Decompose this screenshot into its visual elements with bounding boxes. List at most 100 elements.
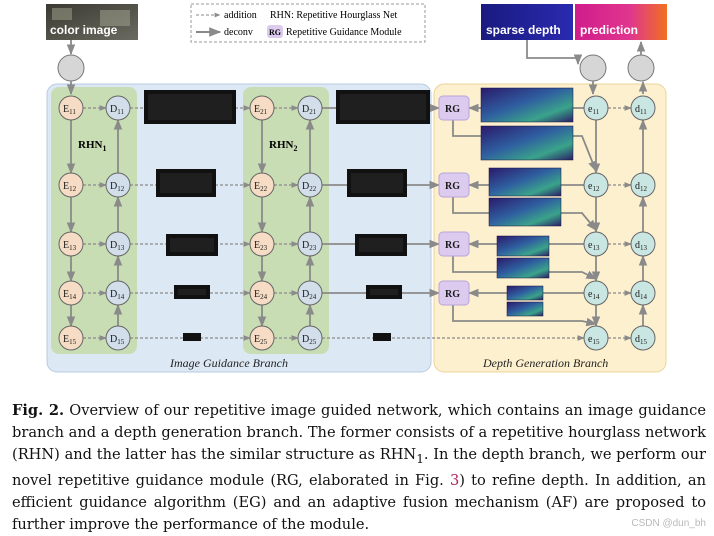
node-e11-label: E11 [63, 104, 76, 116]
node-depth-d12-label: d12 [635, 181, 648, 193]
rg-box-2 [438, 172, 470, 198]
node-d24: D24 [297, 280, 323, 306]
node-e14-label: E14 [63, 289, 77, 301]
node-d13-circle [105, 231, 131, 257]
caption-sub: 1 [416, 451, 424, 466]
node-depth-e14: e14 [583, 280, 609, 306]
node-e22: E22 [249, 172, 275, 198]
rhn1-column [51, 87, 137, 354]
node-e23: E23 [249, 231, 275, 257]
node-d22: D22 [297, 172, 323, 198]
image-feature-map-10 [373, 333, 391, 341]
image-feature-texture-2 [340, 94, 426, 120]
legend-rg: Repetitive Guidance Module [286, 27, 402, 38]
node-e11-circle [58, 95, 84, 121]
rg-label-2: RG [445, 181, 460, 192]
image-feature-texture-4 [351, 173, 403, 193]
node-d15: D15 [105, 325, 131, 351]
node-e13-label: E13 [63, 240, 77, 252]
node-depth-e12-label: e12 [588, 181, 600, 193]
node-e22-label: E22 [254, 181, 268, 193]
node-depth-e11-circle [583, 95, 609, 121]
node-e24-label: E24 [254, 289, 268, 301]
input-circle-1 [57, 54, 85, 82]
rg-box-4 [438, 280, 470, 306]
node-d23-circle [297, 231, 323, 257]
network-diagram: color image sparse depth prediction addi… [46, 3, 667, 373]
node-e23-circle [249, 231, 275, 257]
caption-fig-ref[interactable]: 3 [449, 472, 460, 490]
node-d11-circle [105, 95, 131, 121]
rhn2-column [243, 87, 329, 354]
node-depth-d11-circle [630, 95, 656, 121]
node-e15: E15 [58, 325, 84, 351]
node-depth-d14: d14 [630, 280, 656, 306]
node-depth-d13: d13 [630, 231, 656, 257]
rg-box-3 [438, 231, 470, 257]
node-depth-d11: d11 [630, 95, 656, 121]
rhn1-label: RHN1 [78, 139, 106, 153]
image-guidance-branch-panel [46, 83, 432, 373]
node-d12-label: D12 [110, 181, 125, 193]
node-d22-label: D22 [302, 181, 317, 193]
node-e24: E24 [249, 280, 275, 306]
legend-rhn: RHN: Repetitive Hourglass Net [270, 10, 398, 21]
node-e15-circle [58, 325, 84, 351]
depth-feature-map-7 [506, 285, 544, 301]
legend-rg-badge: RG [269, 28, 281, 37]
input-circles [57, 54, 655, 82]
image-branch-title: Image Guidance Branch [169, 356, 288, 370]
legend-addition: addition [224, 10, 257, 21]
node-d25: D25 [297, 325, 323, 351]
node-e23-label: E23 [254, 240, 268, 252]
node-e11: E11 [58, 95, 84, 121]
image-feature-texture-3 [160, 173, 212, 193]
node-e22-circle [249, 172, 275, 198]
rg-label-1: RG [445, 104, 460, 115]
figure-caption: Fig. 2. Overview of our repetitive image… [12, 400, 706, 536]
node-d25-label: D25 [302, 334, 317, 346]
node-depth-d13-circle [630, 231, 656, 257]
node-d12-circle [105, 172, 131, 198]
legend-deconv: deconv [224, 27, 253, 38]
depth-feature-map-8 [506, 301, 544, 317]
legend: addition RHN: Repetitive Hourglass Net d… [190, 3, 426, 43]
caption-fig-label: Fig. 2. [12, 402, 65, 419]
node-depth-d14-circle [630, 280, 656, 306]
node-d21-circle [297, 95, 323, 121]
node-d21-label: D21 [302, 104, 317, 116]
node-depth-e12: e12 [583, 172, 609, 198]
node-depth-e11-label: e11 [588, 104, 600, 116]
node-e25: E25 [249, 325, 275, 351]
node-depth-e15: e15 [583, 325, 609, 351]
node-depth-e11: e11 [583, 95, 609, 121]
node-e21-circle [249, 95, 275, 121]
node-depth-d15: d15 [630, 325, 656, 351]
node-d12: D12 [105, 172, 131, 198]
rg-module-2: RG [438, 172, 470, 198]
node-e21-label: E21 [254, 104, 268, 116]
input-circle-3 [627, 54, 655, 82]
node-d15-circle [105, 325, 131, 351]
image-feature-texture-1 [148, 94, 232, 120]
depth-feature-map-2 [480, 125, 574, 161]
node-depth-e13-label: e13 [588, 240, 600, 252]
edge-rg-down-4 [452, 305, 598, 327]
image-feature-texture-7 [178, 289, 206, 295]
node-d25-circle [297, 325, 323, 351]
sparse-depth-thumbnail: sparse depth [481, 4, 573, 40]
image-feature-texture-5 [170, 238, 214, 252]
node-e12-label: E12 [63, 181, 77, 193]
rg-label-3: RG [445, 240, 460, 251]
node-e15-label: E15 [63, 334, 77, 346]
node-e13-circle [58, 231, 84, 257]
node-d11-label: D11 [110, 104, 124, 116]
node-e14-circle [58, 280, 84, 306]
node-e12: E12 [58, 172, 84, 198]
prediction-label: prediction [580, 23, 638, 37]
node-d23-label: D23 [302, 240, 317, 252]
node-depth-d14-label: d14 [635, 289, 648, 301]
depth-branch-title: Depth Generation Branch [482, 356, 608, 370]
node-d14-circle [105, 280, 131, 306]
image-feature-map-9 [183, 333, 201, 341]
